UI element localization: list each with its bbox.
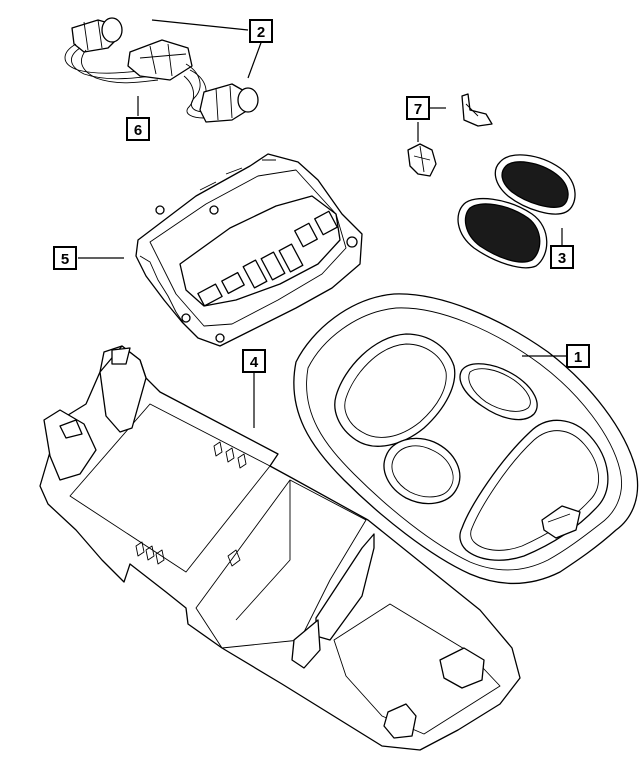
switch-module	[135, 153, 363, 347]
switch-buttons	[197, 210, 338, 307]
callout-3-label: 3	[558, 250, 566, 267]
callout-2-label: 2	[257, 24, 265, 41]
console-housing	[39, 345, 521, 751]
callout-5-label: 5	[61, 251, 69, 268]
overhead-console-bezel	[293, 293, 639, 585]
wiring-harness	[64, 17, 259, 123]
callout-4-label: 4	[250, 354, 259, 371]
callout-7-label: 7	[414, 101, 422, 118]
leader-lines	[78, 19, 566, 428]
callout-6-label: 6	[134, 122, 142, 139]
callout-2: 2	[249, 19, 273, 43]
callout-1: 1	[566, 344, 590, 368]
callout-3: 3	[550, 245, 574, 269]
callout-1-label: 1	[574, 349, 582, 366]
reading-lamp-lens	[457, 154, 576, 269]
callout-6: 6	[126, 117, 150, 141]
retaining-clip	[407, 93, 493, 177]
callout-4: 4	[242, 349, 266, 373]
callout-5: 5	[53, 246, 77, 270]
callout-7: 7	[406, 96, 430, 120]
